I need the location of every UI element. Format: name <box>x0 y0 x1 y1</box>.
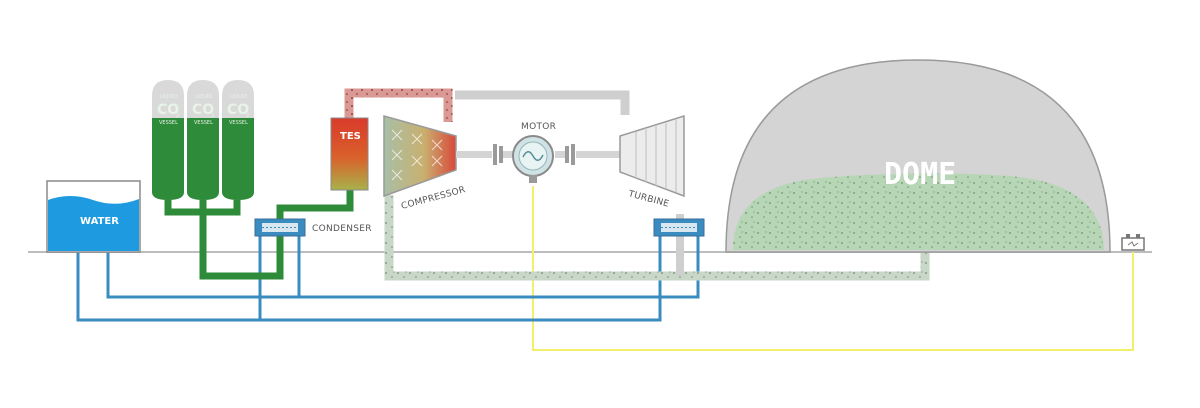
hot-pipe <box>344 88 453 122</box>
svg-text:CO: CO <box>227 102 249 118</box>
svg-text:2: 2 <box>176 113 179 119</box>
svg-text:2: 2 <box>211 113 214 119</box>
electric-line <box>532 186 1134 351</box>
svg-text:VESSEL: VESSEL <box>229 120 248 126</box>
turbine: TURBINE <box>619 114 685 210</box>
svg-text:CO: CO <box>192 102 214 118</box>
water-tank: WATER <box>46 180 141 253</box>
vessel-3: LIQUID CO 2 VESSEL <box>222 80 254 200</box>
dome-label: DOME <box>884 157 956 192</box>
motor-label: MOTOR <box>521 122 556 132</box>
water-label: WATER <box>80 216 119 227</box>
vessel-1: LIQUID CO 2 VESSEL <box>152 80 184 200</box>
tes-unit: TES <box>330 117 369 191</box>
turbine-label: TURBINE <box>626 189 670 210</box>
svg-text:2: 2 <box>246 113 249 119</box>
svg-text:LIQUID: LIQUID <box>160 94 177 100</box>
condenser: CONDENSER <box>254 218 372 237</box>
svg-text:VESSEL: VESSEL <box>159 120 178 126</box>
compressor-label: COMPRESSOR <box>400 185 467 212</box>
heat-exchanger <box>653 218 705 237</box>
tes-label: TES <box>340 131 361 142</box>
compressor: COMPRESSOR <box>383 115 467 212</box>
svg-text:LIQUID: LIQUID <box>195 94 212 100</box>
svg-text:LIQUID: LIQUID <box>230 94 247 100</box>
drive-shaft <box>456 144 620 165</box>
svg-text:VESSEL: VESSEL <box>194 120 213 126</box>
condenser-label: CONDENSER <box>312 224 372 234</box>
dome: DOME <box>725 59 1111 253</box>
co2-gas-pipes <box>384 90 930 281</box>
liquid-co2-vessels: LIQUID CO 2 VESSEL LIQUID CO 2 VESSEL LI… <box>152 80 254 200</box>
motor: MOTOR <box>512 122 556 183</box>
power-grid-icon <box>1121 234 1145 251</box>
svg-text:CO: CO <box>157 102 179 118</box>
vessel-2: LIQUID CO 2 VESSEL <box>187 80 219 200</box>
